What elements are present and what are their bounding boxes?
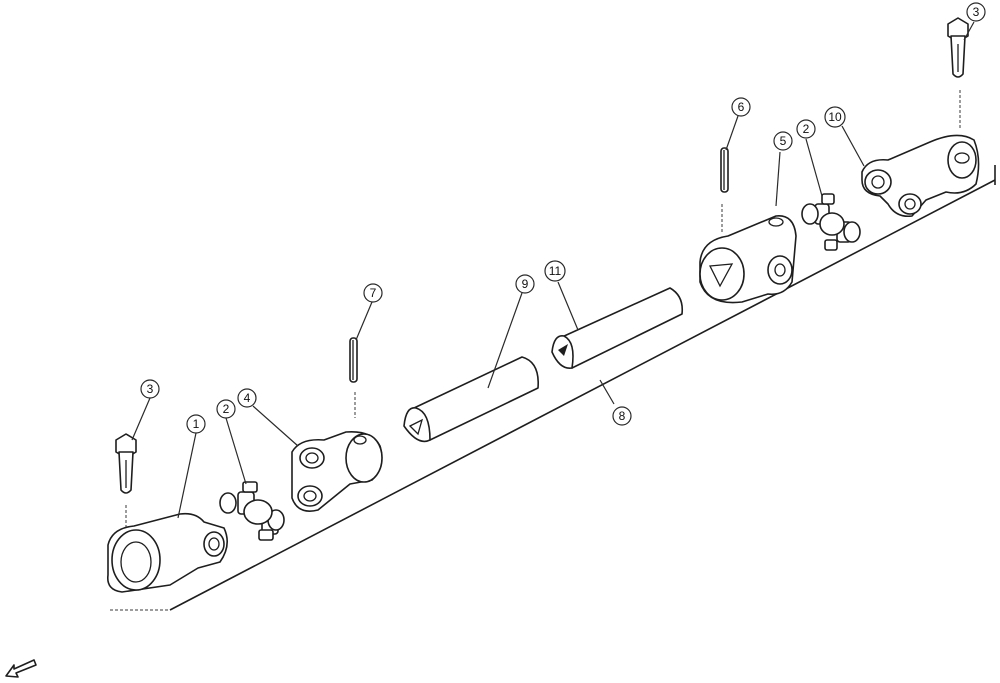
callout-label: 4	[244, 391, 251, 405]
callout-7: 7	[363, 283, 383, 303]
base-plane	[110, 165, 996, 611]
callout-1: 1	[186, 414, 206, 434]
bolt-right	[947, 17, 969, 128]
universal-cross-left	[219, 481, 285, 541]
callout-11: 11	[544, 260, 566, 282]
callout-5: 5	[773, 131, 793, 151]
inner-tube	[551, 287, 684, 369]
callout-label: 2	[223, 402, 230, 416]
roll-pin-right	[720, 147, 729, 232]
bolt-left	[115, 433, 137, 528]
callout-4: 4	[237, 388, 257, 408]
callout-label: 1	[193, 417, 200, 431]
callout-6: 6	[731, 97, 751, 117]
callout-label: 10	[828, 110, 842, 124]
callout-label: 11	[549, 264, 562, 278]
tube-yoke-right	[699, 215, 797, 304]
splined-yoke-left	[106, 512, 228, 593]
callout-label: 5	[780, 134, 787, 148]
callout-label: 3	[147, 382, 154, 396]
callout-8: 8	[612, 406, 632, 426]
callout-label: 2	[803, 122, 810, 136]
callout-2-right: 2	[796, 119, 816, 139]
roll-pin-left	[349, 337, 358, 418]
clamp-yoke-right	[861, 134, 980, 218]
callout-10: 10	[824, 106, 846, 128]
outer-tube	[403, 356, 539, 443]
universal-cross-right	[801, 193, 861, 251]
callout-3-right: 3	[966, 2, 986, 22]
arrow-down-left-icon	[5, 659, 37, 678]
callout-label: 8	[619, 409, 626, 423]
leader-lines	[131, 21, 975, 519]
callout-label: 6	[738, 100, 745, 114]
callout-label: 7	[370, 286, 377, 300]
callout-2-left: 2	[216, 399, 236, 419]
callout-label: 9	[522, 277, 529, 291]
callout-label: 3	[973, 5, 980, 19]
callout-9: 9	[515, 274, 535, 294]
tube-yoke-left	[291, 430, 383, 512]
callout-3-left: 3	[140, 379, 160, 399]
